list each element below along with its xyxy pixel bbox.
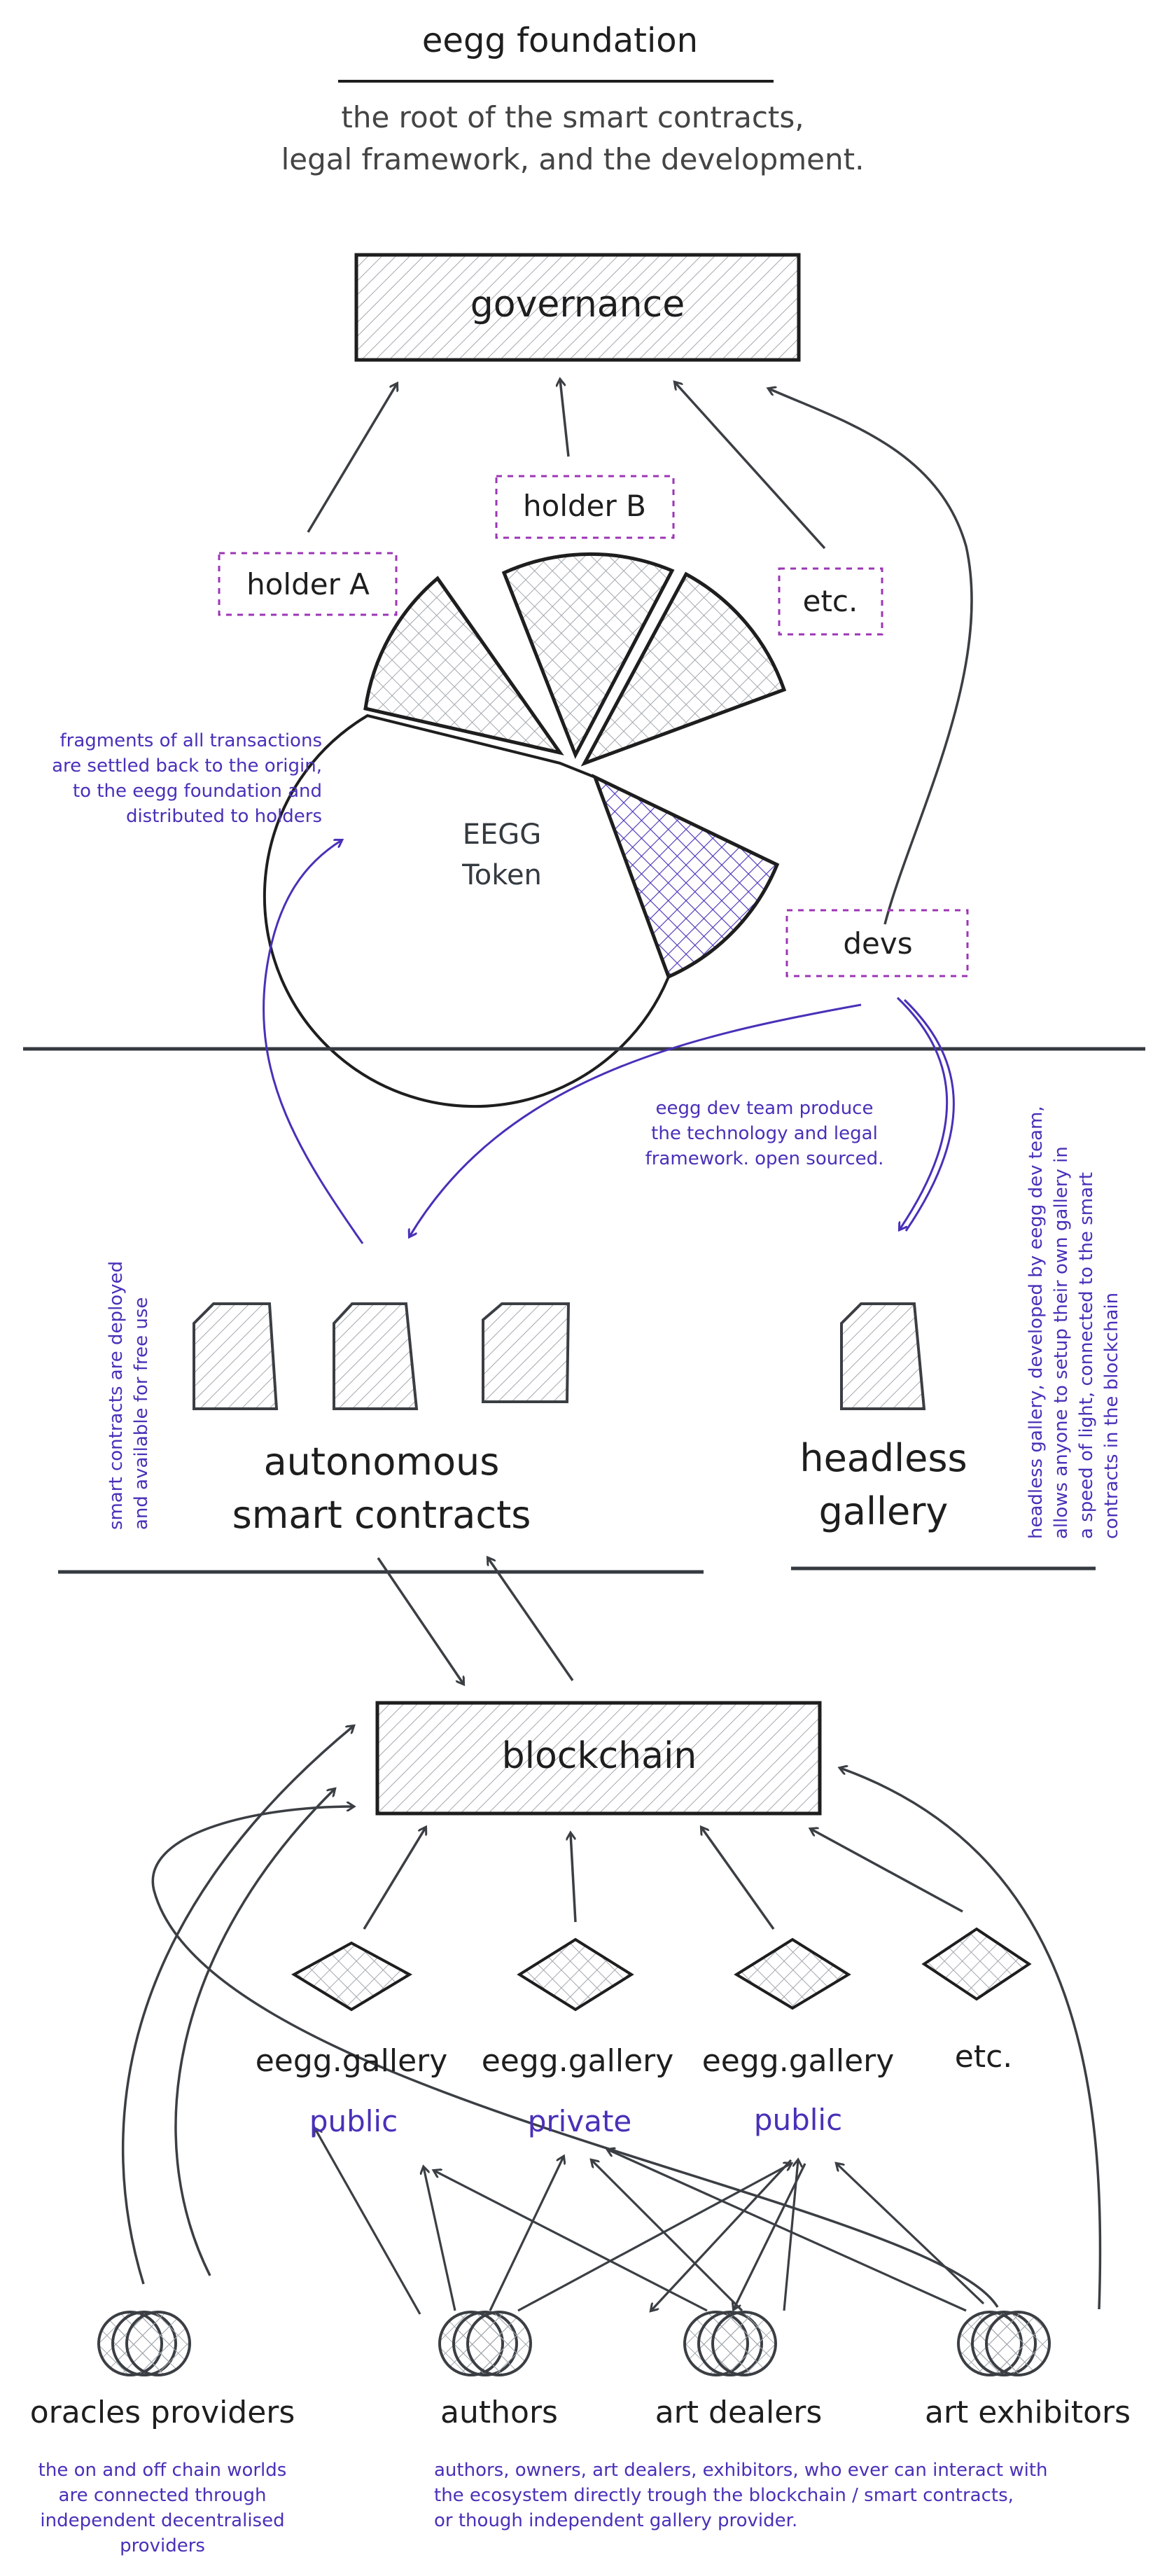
purple-arrows <box>263 840 955 1244</box>
gallery-arrows <box>363 1827 963 1930</box>
token-label-line-1: EEGG <box>462 819 542 851</box>
headless-doc <box>840 1302 926 1410</box>
actor-oracles-label: oracles providers <box>29 2395 295 2430</box>
oracles-note-line: are connected through <box>58 2485 267 2506</box>
fragments-note-line: to the eegg foundation and <box>72 781 322 802</box>
oracles-note-line: the on and off chain worlds <box>38 2460 287 2481</box>
gallery-name-3: eegg.gallery <box>701 2043 895 2079</box>
devs-box <box>785 909 969 977</box>
gallery-note-line: allows anyone to setup their own gallery… <box>1051 1146 1072 1539</box>
etc-label: etc. <box>802 584 858 618</box>
oracles-note: the on and off chain worlds are connecte… <box>39 2458 287 2558</box>
gallery-vertical-note: headless gallery, developed by eegg dev … <box>1023 1106 1124 1539</box>
contract-doc-1 <box>193 1302 279 1410</box>
fragments-note-line: distributed to holders <box>125 806 322 827</box>
governance-arrows <box>307 380 973 925</box>
subtitle-line-2: legal framework, and the development. <box>281 142 865 176</box>
devteam-note-line: framework. open sourced. <box>645 1148 884 1169</box>
contracts-label-line-1: autonomous <box>263 1440 500 1484</box>
headless-label-line-2: gallery <box>818 1489 949 1533</box>
art-dealers-icon <box>683 2311 777 2376</box>
token-pie <box>263 552 787 1108</box>
authors-icon <box>438 2311 532 2376</box>
gallery-note-line: contracts in the blockchain <box>1101 1292 1122 1539</box>
governance-box <box>354 253 801 362</box>
page-subtitle: the root of the smart contracts, legal f… <box>281 97 865 181</box>
actors-note-line: the ecosystem directly trough the blockc… <box>434 2485 1014 2506</box>
oracles-note-line: independent decentralised <box>40 2510 285 2531</box>
contracts-blockchain-arrows <box>377 1558 574 1684</box>
contracts-label-line-2: smart contracts <box>232 1493 531 1537</box>
art-exhibitors-icon <box>957 2311 1051 2376</box>
blockchain-label: blockchain <box>501 1735 697 1777</box>
contracts-vertical-note: smart contracts are deployed and availab… <box>104 1261 154 1530</box>
contracts-label: autonomous smart contracts <box>232 1435 531 1542</box>
etc-box <box>778 567 883 636</box>
contract-doc-3 <box>482 1302 571 1403</box>
devteam-note: eegg dev team produce the technology and… <box>645 1096 884 1171</box>
gallery-name-1: eegg.gallery <box>255 2043 448 2079</box>
fragments-note-line: are settled back to the origin, <box>52 756 322 777</box>
devteam-note-line: the technology and legal <box>651 1123 878 1144</box>
page-title: eegg foundation <box>421 21 699 60</box>
oracles-note-line: providers <box>120 2535 205 2556</box>
holder-b-label: holder B <box>523 489 646 523</box>
actor-authors-label: authors <box>440 2395 558 2430</box>
holder-b-box <box>495 475 675 539</box>
actors-note-line: authors, owners, art dealers, exhibitors… <box>434 2460 1048 2481</box>
contract-documents <box>193 1302 926 1410</box>
holder-a-label: holder A <box>246 567 370 601</box>
gallery-name-4: etc. <box>954 2039 1013 2075</box>
contract-doc-2 <box>333 1302 419 1410</box>
actor-icons <box>97 2311 1051 2376</box>
actors-note-line: or though independent gallery provider. <box>434 2510 798 2531</box>
gallery-type-3: public <box>753 2103 843 2137</box>
token-label-line-2: Token <box>462 859 542 891</box>
contracts-note-line: and available for free use <box>131 1297 152 1530</box>
devteam-note-line: eegg dev team produce <box>655 1098 874 1119</box>
actor-art-exhibitors-label: art exhibitors <box>924 2395 1131 2430</box>
governance-label: governance <box>470 284 685 326</box>
headless-label-line-1: headless <box>799 1436 967 1480</box>
headless-label: headless gallery <box>799 1432 967 1538</box>
actor-blockchain-arrows <box>121 1726 1102 2310</box>
gallery-nodes <box>291 1927 1032 2012</box>
gallery-name-2: eegg.gallery <box>481 2043 674 2079</box>
holder-a-box <box>218 552 398 616</box>
actors-note: authors, owners, art dealers, exhibitors… <box>434 2458 1048 2533</box>
fragments-note: fragments of all transactions are settle… <box>28 728 322 829</box>
fragments-note-line: fragments of all transactions <box>60 730 322 751</box>
subtitle-line-1: the root of the smart contracts, <box>341 100 804 134</box>
token-label: EEGG Token <box>462 814 542 896</box>
gallery-type-1: public <box>309 2104 398 2138</box>
contracts-note-line: smart contracts are deployed <box>106 1260 127 1530</box>
actor-art-dealers-label: art dealers <box>655 2395 823 2430</box>
oracles-icon <box>97 2311 191 2376</box>
gallery-type-2: private <box>527 2104 632 2138</box>
blockchain-box <box>375 1701 822 1816</box>
gallery-note-line: a speed of light, connected to the smart <box>1076 1172 1097 1539</box>
devs-label: devs <box>843 926 913 961</box>
gallery-note-line: headless gallery, developed by eegg dev … <box>1026 1106 1047 1539</box>
actor-gallery-arrows <box>315 2129 985 2315</box>
